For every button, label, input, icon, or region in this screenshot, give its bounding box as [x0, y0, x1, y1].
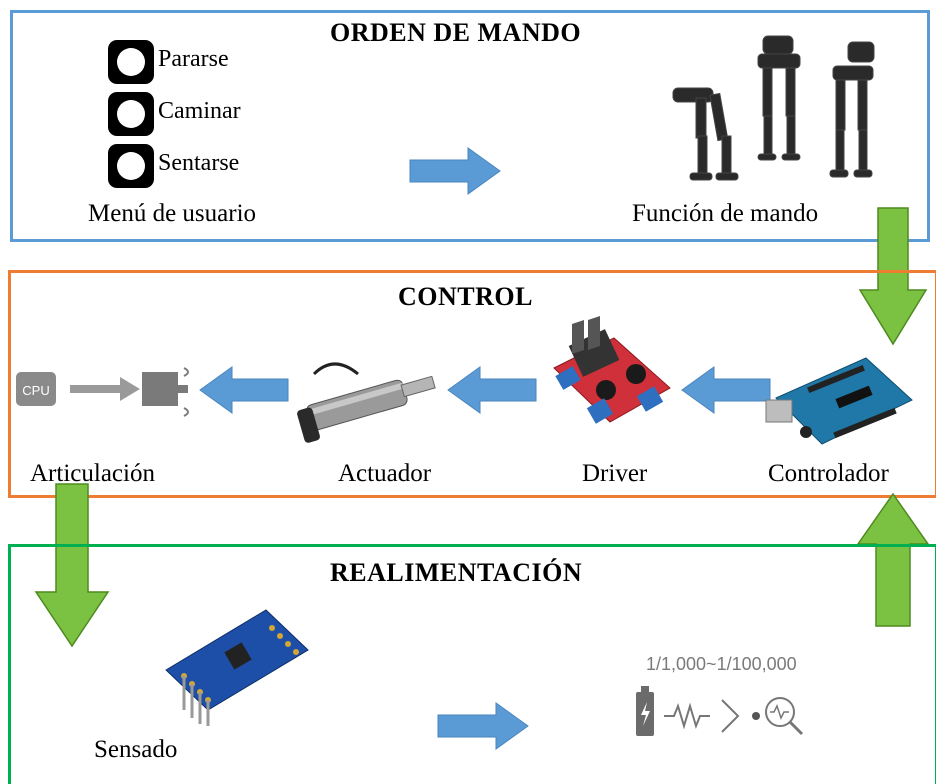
joint-motor-icon: CPU	[16, 367, 189, 417]
actuador-label: Actuador	[338, 460, 432, 487]
chevron-right-icon	[721, 699, 740, 733]
magnifier-icon	[765, 697, 804, 736]
menu-option-pararse[interactable]: Pararse	[158, 46, 229, 72]
linear-actuator-image	[297, 362, 436, 443]
radio-button-icon[interactable]	[108, 92, 154, 136]
menu-radio-group	[108, 40, 154, 188]
menu-option-sentarse[interactable]: Sentarse	[158, 150, 240, 176]
battery-icon	[636, 686, 654, 736]
controlador-label: Controlador	[768, 460, 889, 487]
orden-de-mando-panel	[10, 10, 930, 242]
blue-arrow-left-icon	[681, 366, 771, 414]
blue-arrow-right-icon	[409, 147, 501, 195]
cpu-icon	[16, 372, 56, 406]
blue-arrow-right-icon	[437, 702, 529, 750]
orden-de-mando-title: ORDEN DE MANDO	[330, 18, 582, 47]
realimentacion-title: REALIMENTACIÓN	[330, 558, 583, 587]
green-arrow-down-icon	[34, 483, 110, 648]
menu-option-caminar[interactable]: Caminar	[158, 98, 241, 124]
articulacion-label: Articulación	[30, 460, 155, 487]
motor-driver-board-image	[553, 316, 671, 424]
funcion-de-mando-label: Función de mando	[632, 200, 819, 227]
blue-arrow-left-icon	[447, 366, 537, 414]
blue-arrow-left-icon	[199, 366, 289, 414]
driver-label: Driver	[582, 460, 648, 487]
radio-button-icon[interactable]	[108, 40, 154, 84]
resistor-icon	[664, 702, 710, 730]
exoskeleton-image	[672, 35, 875, 181]
green-arrow-down-icon	[858, 207, 928, 346]
arduino-board-image	[765, 357, 913, 445]
sensado-label: Sensado	[94, 736, 178, 763]
signal-chain-icon	[636, 686, 804, 736]
radio-button-icon[interactable]	[108, 144, 154, 188]
control-title: CONTROL	[398, 282, 533, 311]
ratio-text: 1/1,000~1/100,000	[646, 654, 797, 674]
imu-sensor-board-image	[165, 609, 309, 726]
cpu-text: CPU	[22, 383, 49, 398]
menu-de-usuario-label: Menú de usuario	[88, 200, 257, 227]
